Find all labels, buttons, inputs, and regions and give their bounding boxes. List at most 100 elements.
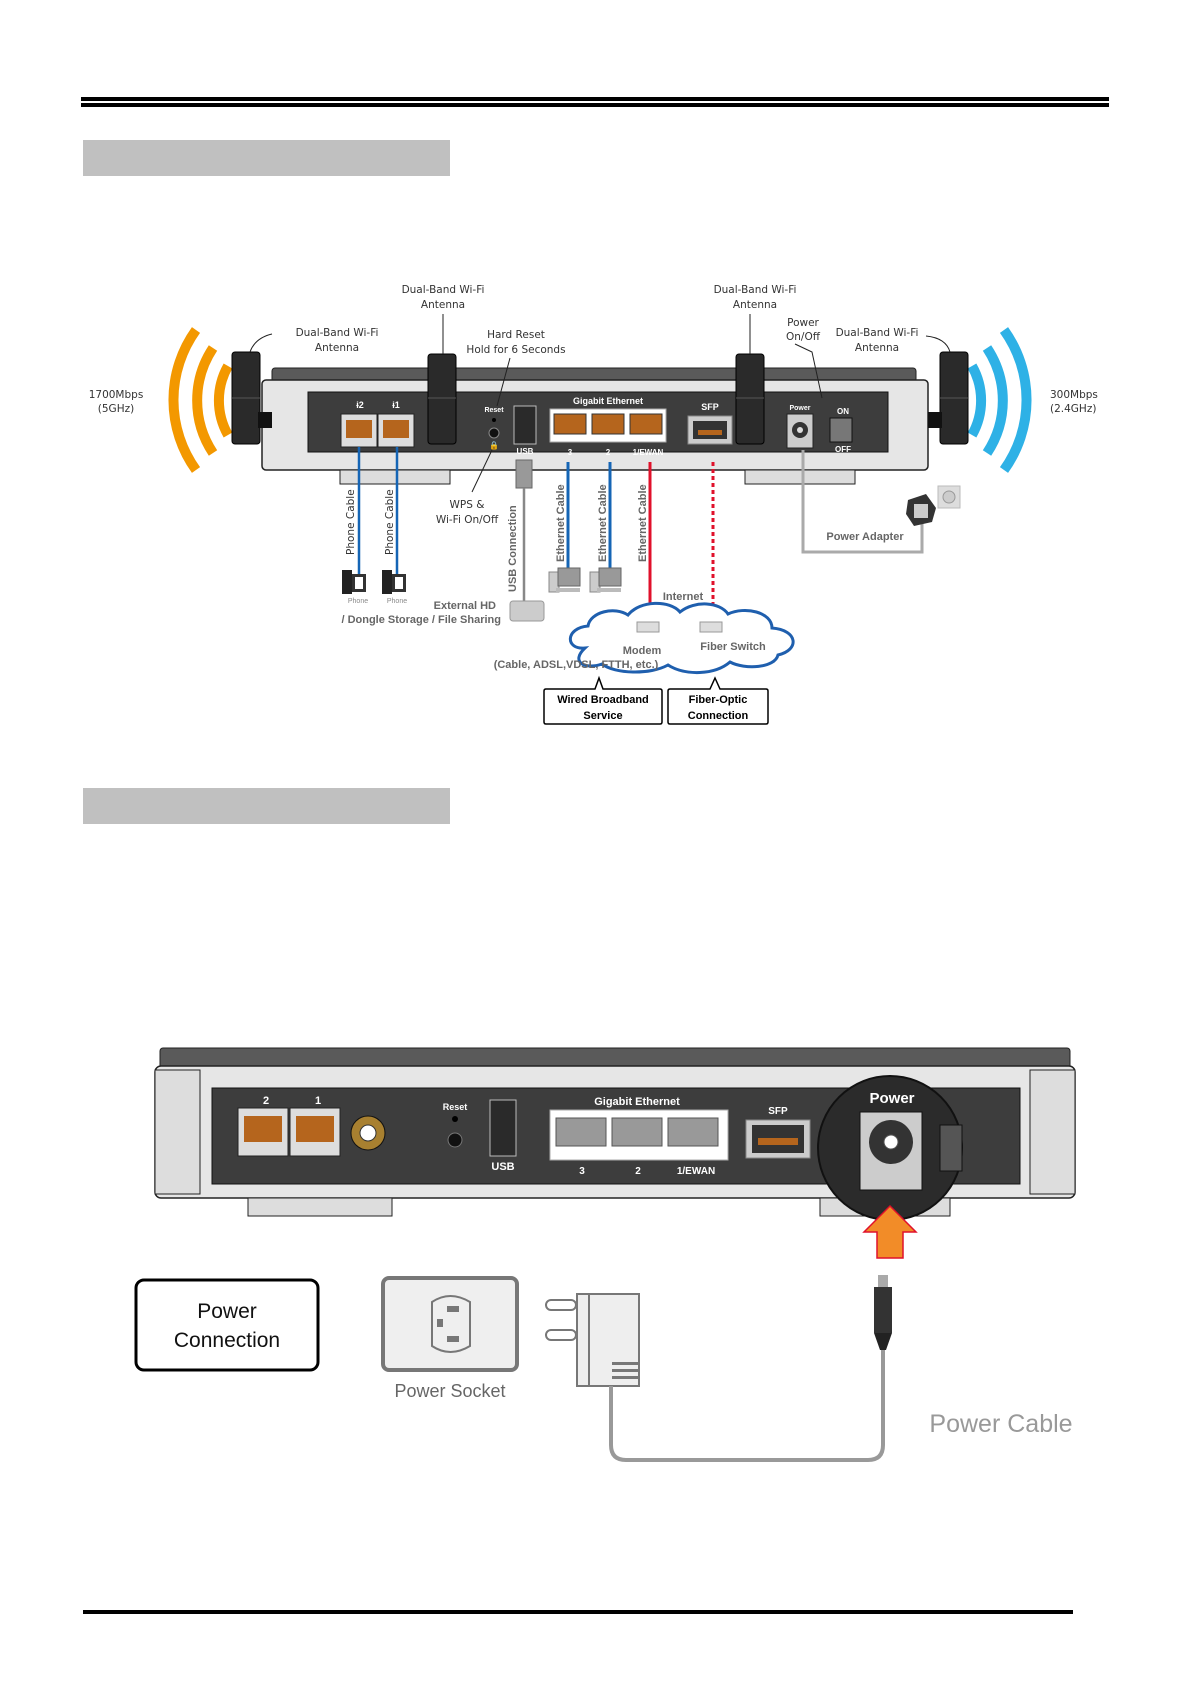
external-hd-label-1: External HD xyxy=(434,600,496,612)
internet-cloud xyxy=(568,601,795,675)
modem-types-label: (Cable, ADSL,VDSL, FTTH, etc.) xyxy=(494,659,659,671)
antenna-inner-right-label-2: Antenna xyxy=(733,299,777,311)
antenna-inner-right xyxy=(735,353,765,445)
ethernet-cable-label-3: Ethernet Cable xyxy=(555,484,567,562)
computer-icon-1 xyxy=(548,567,581,593)
wps-label-2: Wi-Fi On/Off xyxy=(436,514,499,526)
antenna-outer-right-label-1: Dual-Band Wi-Fi xyxy=(836,327,919,339)
power-adapter-label: Power Adapter xyxy=(826,531,904,543)
wps-button xyxy=(488,427,500,439)
external-hd-label-2: / Dongle Storage / File Sharing xyxy=(341,614,501,626)
antenna-connector-icon xyxy=(350,1115,386,1151)
power-cable-line xyxy=(609,1346,885,1462)
reset-label: Reset xyxy=(484,407,504,414)
callout-wired-broadband xyxy=(543,675,663,725)
phone-port-2-label: ɨ2 xyxy=(356,400,364,410)
header-rule-bottom xyxy=(81,103,1109,107)
power-connection-box xyxy=(134,1278,320,1372)
power-socket-icon xyxy=(381,1276,519,1372)
speed-24g-line1: 300Mbps xyxy=(1050,389,1098,401)
reset-pinhole xyxy=(452,1116,458,1122)
ethernet-cable-label-2: Ethernet Cable xyxy=(597,484,609,562)
callout-fiber-optic xyxy=(667,676,769,725)
speed-5g-line1: 1700Mbps xyxy=(89,389,144,401)
phone-port-1-label: ɨ1 xyxy=(392,400,400,410)
phone-port-2-label: 2 xyxy=(263,1095,269,1107)
wifi-24ghz-waves-icon xyxy=(967,327,1032,473)
port-2-label: 2 xyxy=(635,1166,641,1177)
antenna-outer-left-label-1: Dual-Band Wi-Fi xyxy=(296,327,379,339)
sfp-label: SFP xyxy=(768,1106,788,1117)
port-3-label: 3 xyxy=(579,1166,585,1177)
phone-icon-1 xyxy=(382,570,406,594)
power-switch xyxy=(829,417,853,443)
modem-icon xyxy=(636,621,660,633)
antenna-inner-left xyxy=(427,353,457,445)
phone-port-1-label: 1 xyxy=(315,1095,321,1107)
section-heading-bar-1 xyxy=(83,140,450,176)
wps-label-1: WPS & xyxy=(450,499,485,511)
speed-24g-line2: (2.4GHz) xyxy=(1050,403,1096,415)
power-adapter-icon xyxy=(545,1293,640,1387)
power-connection-diagram: 2 1 Reset USB Gigabit Ethernet 3 2 1/EWA… xyxy=(134,1047,1076,1462)
sfp-label: SFP xyxy=(701,402,719,412)
antenna-outer-left xyxy=(231,351,272,445)
power-connection-label-2: Connection xyxy=(174,1329,280,1352)
ethernet-port-3 xyxy=(553,413,587,435)
phone-label-1: Phone xyxy=(387,598,407,605)
usb-label: USB xyxy=(517,447,534,456)
port-1-label: 1/EWAN xyxy=(677,1166,715,1177)
phone-port-2 xyxy=(340,413,378,448)
hard-reset-label-2: Hold for 6 Seconds xyxy=(466,344,565,356)
ethernet-port-2 xyxy=(591,413,625,435)
power-label: Power xyxy=(789,405,810,412)
power-label-magnified: Power xyxy=(869,1090,914,1107)
power-socket-label: Power Socket xyxy=(394,1381,505,1401)
usb-port xyxy=(513,405,537,445)
fiber-switch-icon xyxy=(699,621,723,633)
power-on-label: ON xyxy=(837,407,849,416)
phone-icon-2 xyxy=(342,570,366,594)
antenna-outer-left-label-2: Antenna xyxy=(315,342,359,354)
orange-up-arrow-icon xyxy=(862,1204,918,1259)
reset-pinhole xyxy=(492,418,496,422)
phone-label-2: Phone xyxy=(348,598,368,605)
wps-lock-icon: 🔒 xyxy=(489,441,499,450)
callout-wired-label-1: Wired Broadband xyxy=(557,694,649,706)
antenna-outer-right xyxy=(928,351,969,445)
wps-button xyxy=(447,1132,463,1148)
ethernet-cable-label-1: Ethernet Cable xyxy=(637,484,649,562)
modem-label: Modem xyxy=(623,645,662,657)
phone-cable-label-1: Phone Cable xyxy=(384,489,396,555)
antenna-inner-left-label-1: Dual-Band Wi-Fi xyxy=(402,284,485,296)
power-onoff-label-2: On/Off xyxy=(786,331,821,343)
power-connection-label-1: Power xyxy=(197,1300,257,1323)
gigabit-label: Gigabit Ethernet xyxy=(594,1096,680,1108)
antenna-outer-right-label-2: Antenna xyxy=(855,342,899,354)
antenna-inner-left-label-2: Antenna xyxy=(421,299,465,311)
callout-fiber-label-2: Connection xyxy=(688,710,749,722)
port-1-label: 1/EWAN xyxy=(633,448,664,457)
speed-5g-line2: (5GHz) xyxy=(98,403,134,415)
power-adapter-cable xyxy=(801,450,924,554)
ethernet-port-2 xyxy=(611,1117,663,1147)
ethernet-port-3 xyxy=(555,1117,607,1147)
usb-port xyxy=(489,1099,517,1157)
port-3-label: 3 xyxy=(568,448,573,457)
footer-rule xyxy=(83,1610,1073,1614)
callout-wired-label-2: Service xyxy=(583,710,622,722)
antenna-inner-right-label-1: Dual-Band Wi-Fi xyxy=(714,284,797,296)
external-hd-icon xyxy=(509,600,545,622)
port-2-label: 2 xyxy=(606,448,611,457)
power-cable-label: Power Cable xyxy=(929,1410,1072,1438)
computer-icon-2 xyxy=(589,567,622,593)
phone-cable-label-2: Phone Cable xyxy=(345,489,357,555)
internet-label: Internet xyxy=(663,591,704,603)
usb-plug-icon xyxy=(515,459,533,489)
power-adapter-icon xyxy=(906,494,936,526)
power-plug-icon xyxy=(874,1275,892,1350)
router-connection-diagram: 1700Mbps (5GHz) 300Mbps (2.4GHz) xyxy=(89,284,1098,725)
wifi-5ghz-waves-icon xyxy=(168,327,233,473)
callout-fiber-label-1: Fiber-Optic xyxy=(689,694,748,706)
header-rule-top xyxy=(81,97,1109,101)
